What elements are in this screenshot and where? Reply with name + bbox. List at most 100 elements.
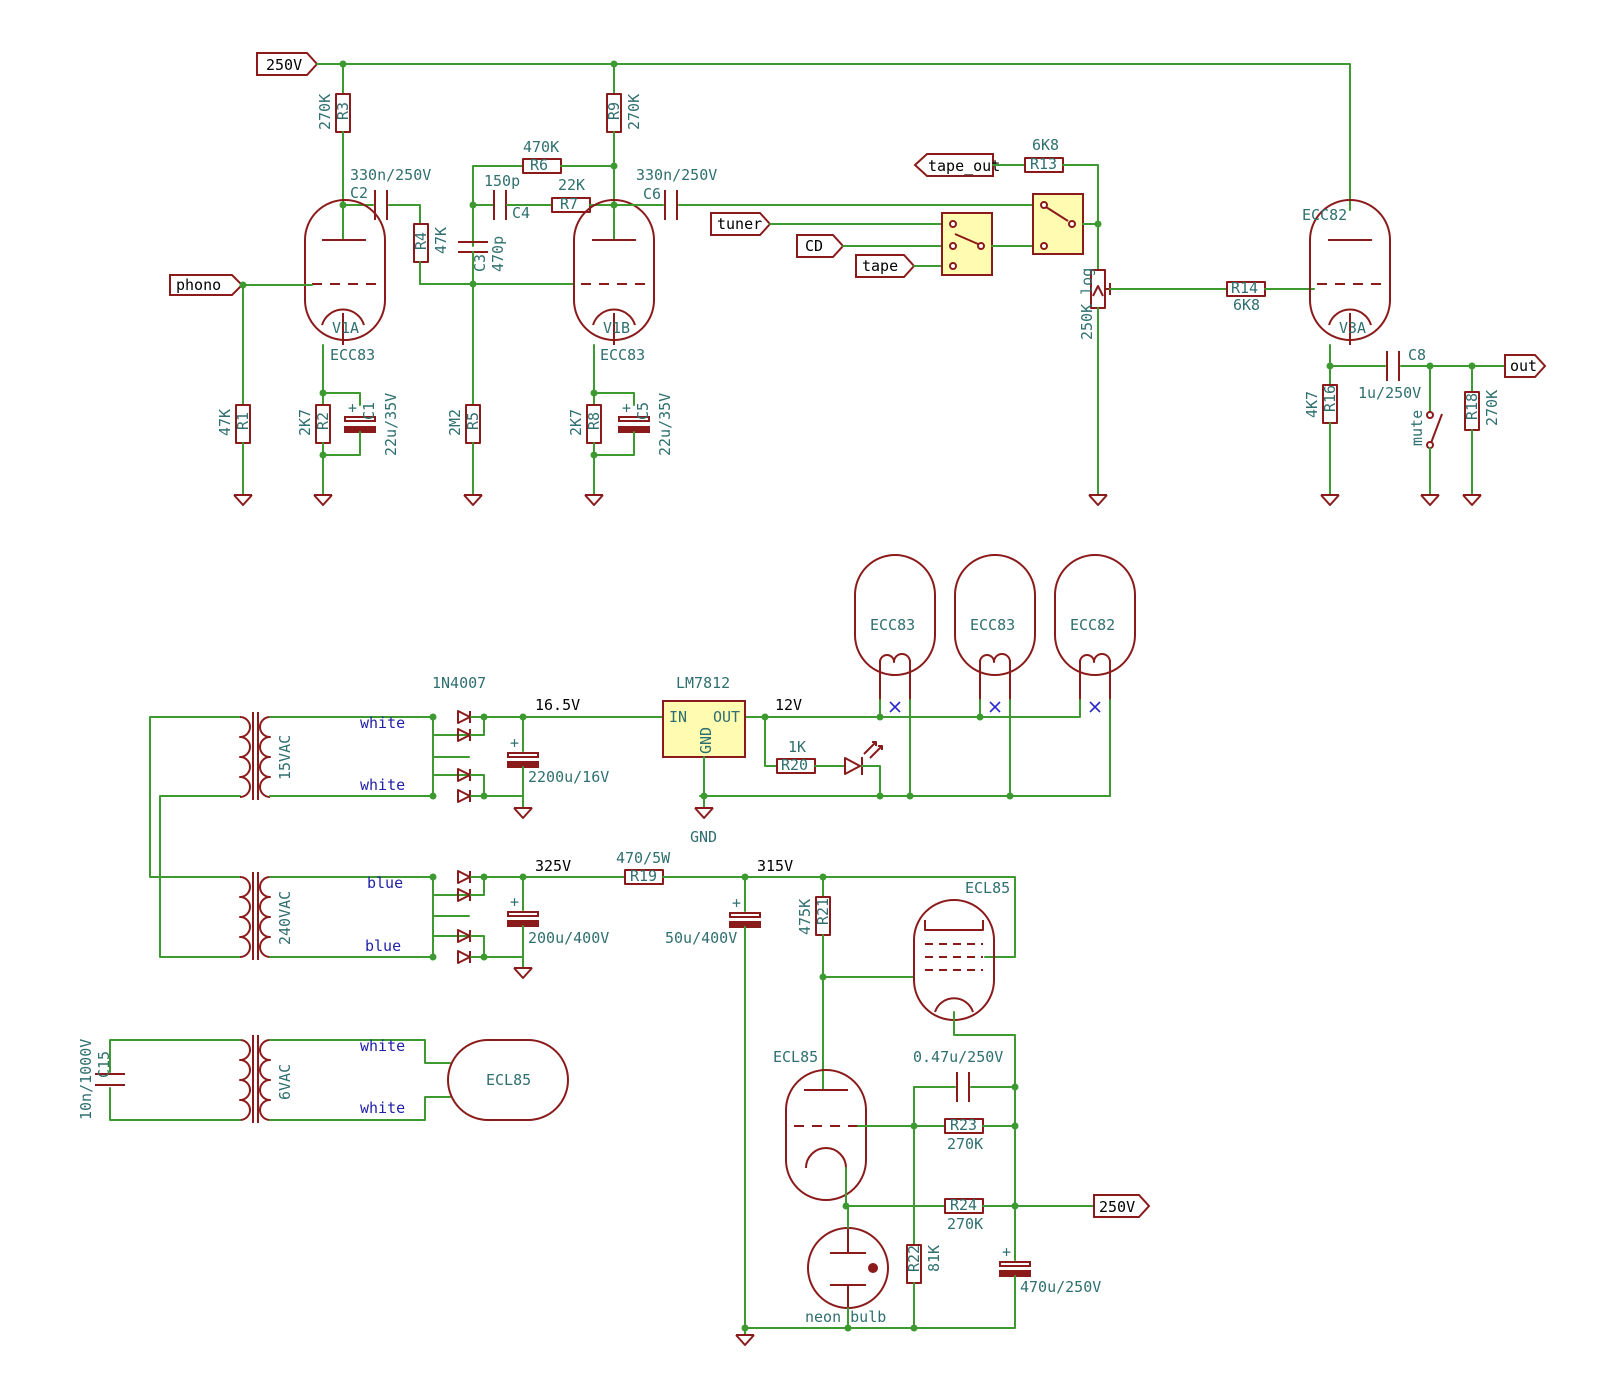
r14-value: 6K8 xyxy=(1233,296,1260,314)
v1b-value: ECC83 xyxy=(600,346,645,364)
r21-ref: R21 xyxy=(814,898,832,925)
r20-ref: R20 xyxy=(781,756,808,774)
neon-label: neon bulb xyxy=(805,1308,886,1326)
r23-ref: R23 xyxy=(950,1116,977,1134)
regulator-label: LM7812 xyxy=(676,674,730,692)
preamp-section: 250V R3 270K 330n/250V C2 R4 47K V1A ECC… xyxy=(169,52,1547,506)
r7-ref: R7 xyxy=(560,195,578,213)
psu-section: 15VAC white white 1N4007 + 2200u/16V 16.… xyxy=(77,674,1151,1346)
v1b-ref: V1B xyxy=(603,319,630,337)
r24-value: 270K xyxy=(947,1215,983,1233)
r8-value: 2K7 xyxy=(567,409,585,436)
c1-value: 22u/35V xyxy=(382,393,400,456)
tube-ecl85-pentode xyxy=(913,899,995,1021)
regulator-lm7812 xyxy=(662,700,746,758)
transformer-6vac xyxy=(239,1035,271,1123)
port-cd-label: CD xyxy=(805,237,823,255)
c5-value: 22u/35V xyxy=(656,393,674,456)
r3-ref: R3 xyxy=(334,102,352,120)
v3a-ref: V3A xyxy=(1339,319,1366,337)
mute-switch xyxy=(1426,411,1443,449)
r13-ref: R13 xyxy=(1030,155,1057,173)
c200-polarity: + xyxy=(510,893,519,911)
regulator-gnd: GND xyxy=(697,727,715,754)
c470-value: 470u/250V xyxy=(1020,1278,1101,1296)
c047-value: 0.47u/250V xyxy=(913,1048,1003,1066)
r18-value: 270K xyxy=(1483,390,1501,426)
tube-ecl85-triode xyxy=(785,1069,867,1201)
t2-secondary-label: 240VAC xyxy=(276,891,294,945)
ecl85-heater-label: ECL85 xyxy=(486,1071,531,1089)
port-tape xyxy=(855,254,916,278)
r24-ref: R24 xyxy=(950,1196,977,1214)
t1-secondary-label: 15VAC xyxy=(276,735,294,780)
r22-ref: R22 xyxy=(905,1245,923,1272)
mute-label: mute xyxy=(1408,410,1426,446)
r21-value: 475K xyxy=(796,899,814,935)
c15-value: 10n/1000V xyxy=(77,1039,95,1120)
c6-ref: C6 xyxy=(643,185,661,203)
port-tape-out-label: tape_out xyxy=(928,157,1000,175)
c8-value: 1u/250V xyxy=(1358,384,1421,402)
t3-secondary-label: 6VAC xyxy=(276,1064,294,1100)
wire-white3-label: white xyxy=(360,1037,405,1055)
c50-polarity: + xyxy=(732,894,741,912)
r8-ref: R8 xyxy=(585,412,603,430)
r2-ref: R2 xyxy=(314,412,332,430)
wire-blue2-label: blue xyxy=(365,937,401,955)
net-315v: 315V xyxy=(757,857,793,875)
r1-value: 47K xyxy=(216,409,234,436)
r16-value: 4K7 xyxy=(1303,391,1321,418)
wire-white4-label: white xyxy=(360,1099,405,1117)
r19-ref: R19 xyxy=(630,867,657,885)
r9-value: 270K xyxy=(625,94,643,130)
transformer-240vac xyxy=(239,872,271,960)
heater-tube-1-label: ECC83 xyxy=(870,616,915,634)
tube-v1b xyxy=(573,199,655,345)
port-phono xyxy=(169,274,244,296)
c8-ref: C8 xyxy=(1408,346,1426,364)
r1-ref: R1 xyxy=(234,412,252,430)
r19-value: 470/5W xyxy=(616,849,671,867)
v3a-value: ECC82 xyxy=(1302,206,1347,224)
port-250v-bottom xyxy=(1093,1194,1151,1218)
input-selector-switch xyxy=(941,212,993,276)
tube-v1a xyxy=(304,199,386,345)
r13-value: 6K8 xyxy=(1032,136,1059,154)
r3-value: 270K xyxy=(316,94,334,130)
r5-value: 2M2 xyxy=(446,409,464,436)
r4-value: 47K xyxy=(432,227,450,254)
led-indicator xyxy=(844,741,883,775)
c2-ref: C2 xyxy=(350,184,368,202)
c4-ref: C4 xyxy=(512,204,530,222)
port-250v-top-label: 250V xyxy=(266,56,302,74)
pot-value: 250K log xyxy=(1078,268,1096,340)
c4-value: 150p xyxy=(484,172,520,190)
ecl85-top-label: ECL85 xyxy=(965,879,1010,897)
ecl85-mid-label: ECL85 xyxy=(773,1048,818,1066)
r5-ref: R5 xyxy=(464,412,482,430)
port-tuner xyxy=(710,212,772,236)
transformer-15vac xyxy=(239,712,271,800)
r6-value: 470K xyxy=(523,138,559,156)
c6-value: 330n/250V xyxy=(636,166,717,184)
net-325v: 325V xyxy=(535,857,571,875)
port-250v-top xyxy=(256,52,319,76)
v1a-ref: V1A xyxy=(332,319,359,337)
heater-tube-3-label: ECC82 xyxy=(1070,616,1115,634)
r14-ref: R14 xyxy=(1231,279,1258,297)
c5-polarity: + xyxy=(622,399,631,417)
c2-value: 330n/250V xyxy=(350,166,431,184)
regulator-in: IN xyxy=(669,708,687,726)
c3-ref: C3 xyxy=(471,254,489,272)
port-tuner-label: tuner xyxy=(717,215,762,233)
r7-value: 22K xyxy=(558,176,585,194)
r23-value: 270K xyxy=(947,1135,983,1153)
v1a-value: ECC83 xyxy=(330,346,375,364)
port-cd xyxy=(796,234,845,258)
r9-ref: R9 xyxy=(605,102,623,120)
bridge-rectifier-1 xyxy=(432,710,485,803)
c1-ref: C1 xyxy=(360,402,378,420)
